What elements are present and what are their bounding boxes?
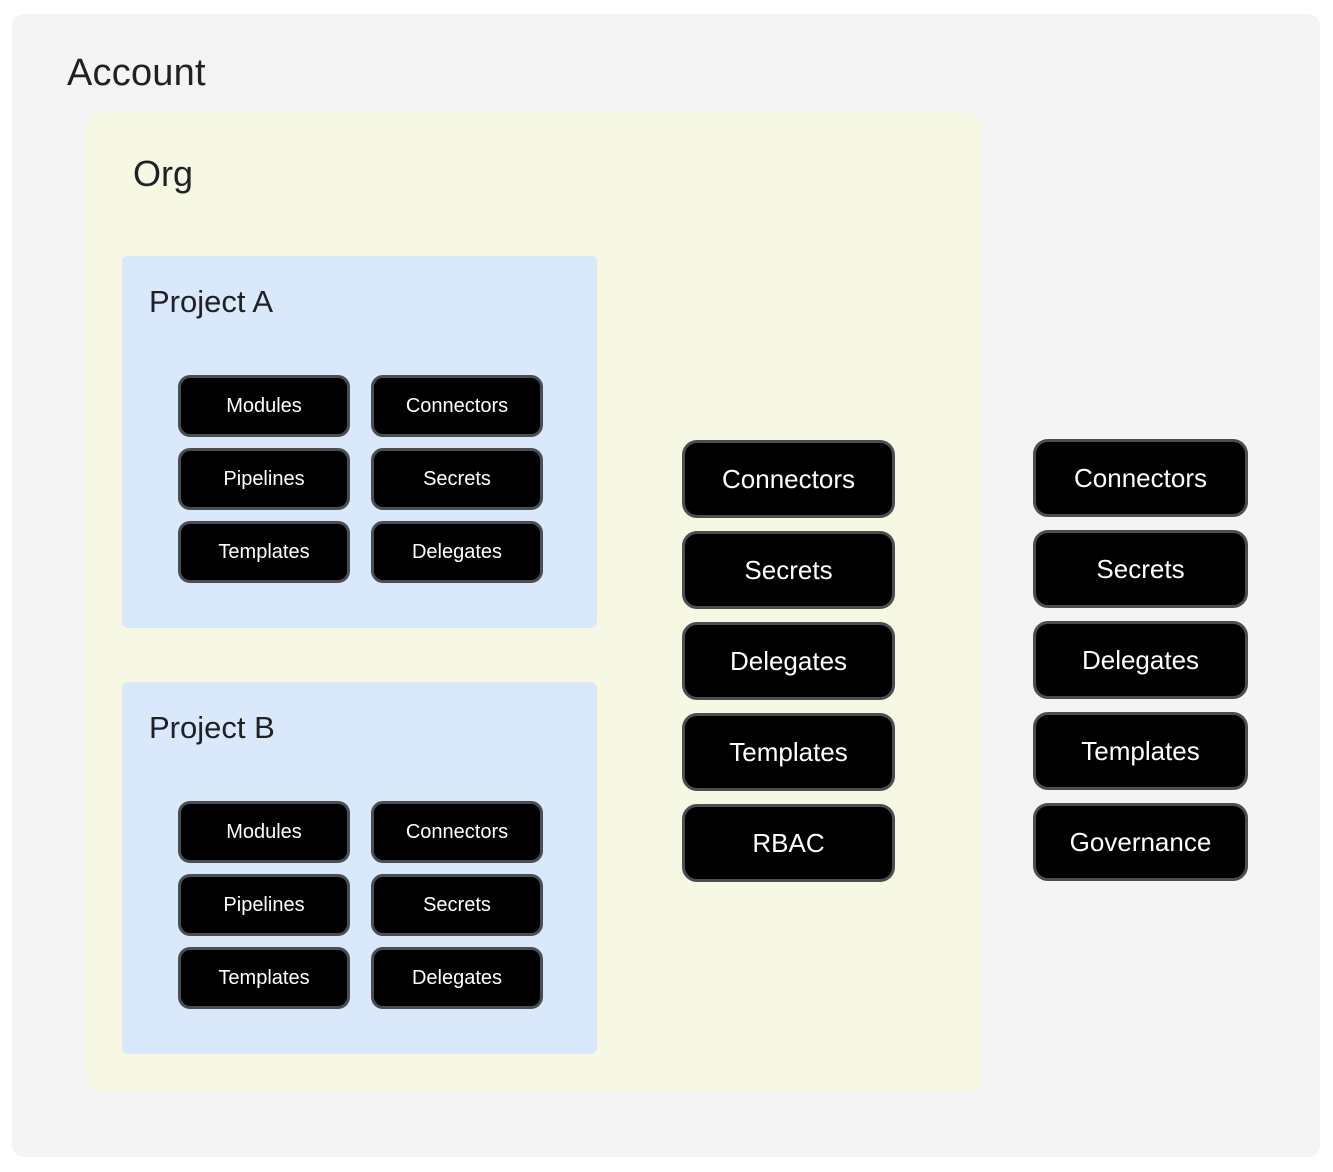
account-connectors-button[interactable]: Connectors [1033,439,1248,517]
project-a-pipelines-button[interactable]: Pipelines [178,448,350,510]
project-a-delegates-button[interactable]: Delegates [371,521,543,583]
org-templates-button[interactable]: Templates [682,713,895,791]
project-b-pipelines-button[interactable]: Pipelines [178,874,350,936]
org-resource-stack: Connectors Secrets Delegates Templates R… [682,440,895,882]
project-a-connectors-button[interactable]: Connectors [371,375,543,437]
project-a-resource-grid: Modules Connectors Pipelines Secrets Tem… [178,375,543,583]
project-a-modules-button[interactable]: Modules [178,375,350,437]
account-container: Account Org Project A Modules Connectors… [12,14,1320,1157]
org-container: Org Project A Modules Connectors Pipelin… [86,113,982,1091]
account-secrets-button[interactable]: Secrets [1033,530,1248,608]
org-delegates-button[interactable]: Delegates [682,622,895,700]
project-b-modules-button[interactable]: Modules [178,801,350,863]
org-connectors-button[interactable]: Connectors [682,440,895,518]
account-delegates-button[interactable]: Delegates [1033,621,1248,699]
project-b-title: Project B [149,710,275,745]
project-b-secrets-button[interactable]: Secrets [371,874,543,936]
account-governance-button[interactable]: Governance [1033,803,1248,881]
account-resource-stack: Connectors Secrets Delegates Templates G… [1033,439,1248,881]
org-rbac-button[interactable]: RBAC [682,804,895,882]
project-a-secrets-button[interactable]: Secrets [371,448,543,510]
project-b-connectors-button[interactable]: Connectors [371,801,543,863]
project-a-card: Project A Modules Connectors Pipelines S… [122,256,597,628]
org-secrets-button[interactable]: Secrets [682,531,895,609]
account-templates-button[interactable]: Templates [1033,712,1248,790]
project-b-templates-button[interactable]: Templates [178,947,350,1009]
project-b-delegates-button[interactable]: Delegates [371,947,543,1009]
project-b-resource-grid: Modules Connectors Pipelines Secrets Tem… [178,801,543,1009]
account-title: Account [67,52,206,94]
project-a-title: Project A [149,284,274,319]
project-b-card: Project B Modules Connectors Pipelines S… [122,682,597,1054]
org-title: Org [133,153,194,194]
project-a-templates-button[interactable]: Templates [178,521,350,583]
